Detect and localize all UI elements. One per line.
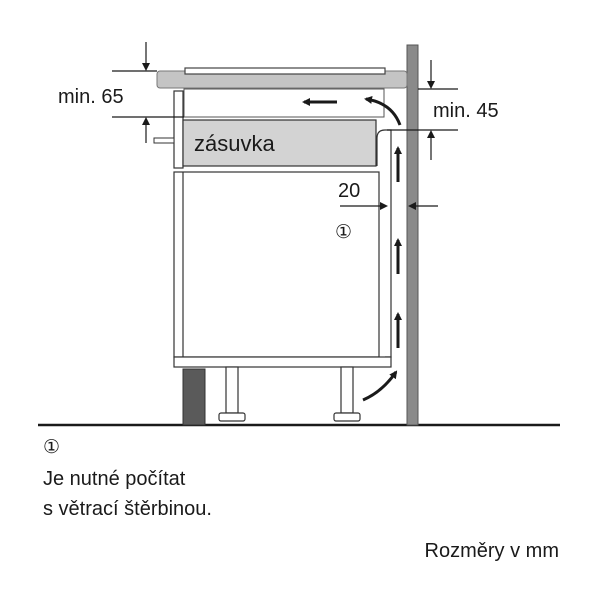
cabinet-body bbox=[173, 171, 380, 358]
legend-line-2: s větrací štěrbinou. bbox=[43, 498, 212, 520]
legend-line-1: Je nutné počítat bbox=[43, 468, 186, 490]
cabinet-bottom bbox=[173, 356, 392, 368]
cabinet-leg-left-foot bbox=[218, 412, 246, 422]
units-note: Rozměry v mm bbox=[425, 540, 559, 562]
drawer bbox=[182, 119, 377, 167]
cabinet-leg-left bbox=[225, 366, 239, 414]
airflow-arrow-top-curve bbox=[364, 95, 402, 126]
drawer-label: zásuvka bbox=[194, 131, 275, 156]
vent-marker: ① bbox=[335, 222, 352, 243]
legend-marker: ① bbox=[43, 437, 60, 458]
cabinet-front-upper bbox=[173, 90, 184, 169]
drawer-handle bbox=[153, 137, 175, 144]
dim-min65-label: min. 65 bbox=[58, 86, 124, 108]
hob-body bbox=[183, 88, 385, 118]
airflow-arrow-bottom-curve bbox=[362, 370, 398, 402]
cabinet-leg-right bbox=[340, 366, 354, 414]
wall bbox=[406, 44, 419, 426]
hob-glass bbox=[184, 67, 386, 75]
plinth bbox=[182, 368, 206, 426]
cabinet-leg-right-foot bbox=[333, 412, 361, 422]
dim-gap-label: 20 bbox=[338, 180, 360, 202]
dim-min45-label: min. 45 bbox=[433, 100, 499, 122]
